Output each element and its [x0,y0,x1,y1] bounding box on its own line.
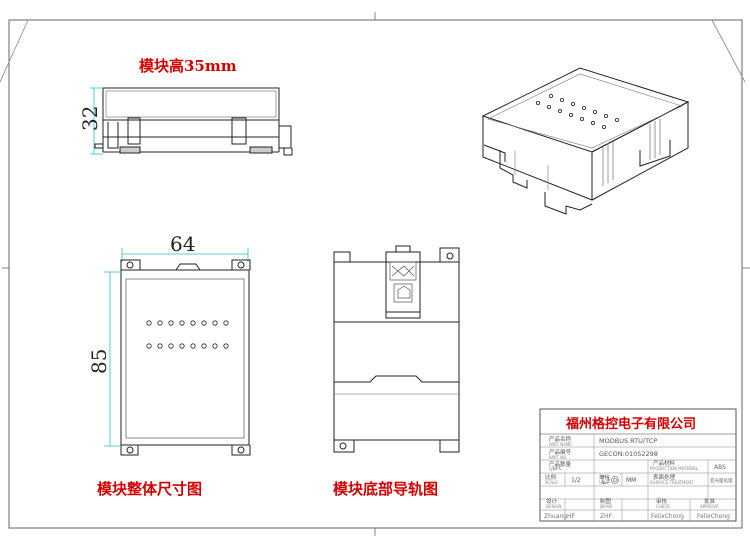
front-view [120,259,251,456]
isometric-led-holes [536,94,620,130]
rail-view [333,245,460,453]
dim-85-label: 85 [87,349,111,374]
check-cn: 审核 [656,497,668,505]
draw-value: ZHF [600,513,613,520]
scale-en: SCALE [545,480,558,485]
frame-corner-tr [711,19,746,83]
scale-value: 1/2 [571,477,581,484]
part-name-cn: 产品名称 [549,435,572,443]
rail-caption: 模块底部导轨图 [333,480,438,498]
part-no-cn: 产品编号 [549,448,572,456]
dim-32-label: 32 [78,106,102,131]
unit-cn: 单位 [599,473,611,481]
frame-corner-tl [0,19,29,83]
approve-cn: 批准 [704,497,716,505]
material-cn: 产品材料 [653,459,676,467]
qty-cn: 产品数量 [549,460,572,468]
check-value: FelixChong [651,513,684,520]
draw-en: DRAW [600,504,612,509]
qty-en: QTY [549,467,558,472]
front-led-holes [146,320,229,349]
design-cn: 设计 [546,497,558,505]
check-en: CHECK [656,504,670,509]
approve-value: FelixChong [697,513,730,520]
scale-cn: 比例 [545,473,557,481]
size-caption: 模块整体尺寸图 [97,480,202,498]
part-name-value: MODBUS RTU/TCP [599,437,657,445]
approve-en: APPROVE [700,504,719,509]
design-value: ZhuangHF [544,513,576,520]
dim-85-line [104,271,122,447]
surface-cn: 表面处理 [653,473,676,481]
draw-cn: 制图 [600,497,612,505]
surface-en: SURFACE TREATMENT [650,480,694,485]
unit-value: MM [626,477,636,484]
sheet-border [8,19,743,529]
part-name-en: PART NAME [549,442,572,447]
qty-value: 1PC [552,466,563,472]
surface-value: 亚光面处理 [710,477,733,484]
side-view [94,87,293,156]
unit-en: UNIT [599,480,609,485]
dim-32-line [90,87,103,155]
part-no-value: GECON:01052298 [599,450,658,458]
material-en: PRODUCTION MATERIAL [650,466,699,471]
material-value: ABS [714,464,726,471]
part-no-en: PART NO. [549,455,567,460]
design-en: DESIGN [546,504,561,509]
title-block [539,408,737,522]
isometric-view [481,67,690,215]
title-company: 福州格控电子有限公司 [565,416,696,432]
height-note: 模块高35mm [139,57,237,75]
projection-symbol-icon [602,475,619,485]
dim-64-label: 64 [170,232,195,256]
